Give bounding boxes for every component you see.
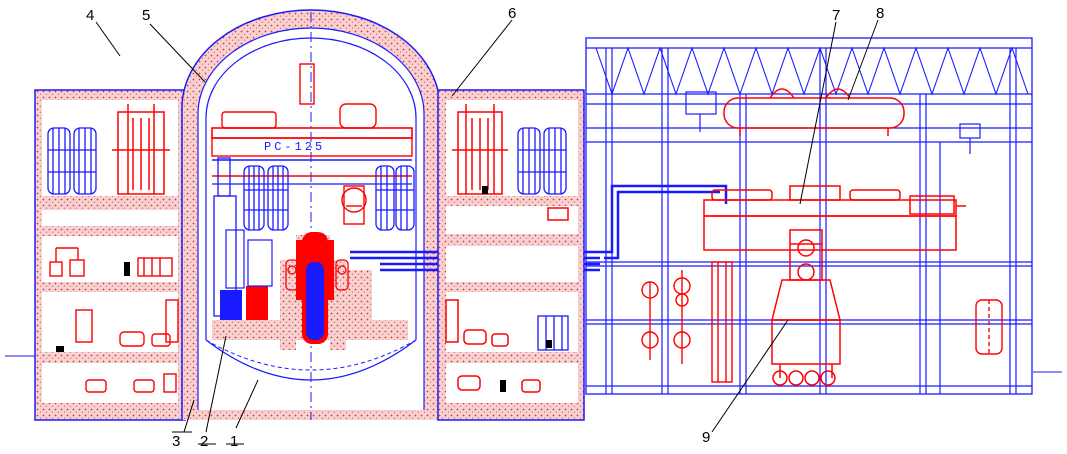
callout-3: 3 xyxy=(172,433,180,450)
turbine-hall-columns xyxy=(605,48,1017,394)
left-black-pumps xyxy=(56,262,130,352)
polar-crane xyxy=(211,63,413,185)
refueling-machine xyxy=(341,185,367,225)
callout-leaders xyxy=(95,19,879,445)
left-storage-tanks xyxy=(47,127,97,195)
crane-rails xyxy=(685,91,981,154)
crane-label: РС-125 xyxy=(264,140,325,154)
turbine-generator xyxy=(703,185,966,386)
reactor-coolant-equipment xyxy=(285,259,349,291)
right-auxiliary-building xyxy=(437,89,585,421)
callout-8: 8 xyxy=(876,5,884,22)
condensate-pumps xyxy=(641,261,1003,383)
deaerator-tank xyxy=(723,88,905,136)
right-aux-black-items xyxy=(482,186,552,392)
right-aux-heat-exchanger xyxy=(445,104,569,393)
reactor-vessel xyxy=(296,232,334,344)
left-auxiliary-building xyxy=(34,89,186,421)
callout-4: 4 xyxy=(86,7,94,24)
left-lower-equipment xyxy=(49,247,179,393)
right-aux-tanks xyxy=(517,127,569,351)
roof-truss xyxy=(595,46,1029,96)
callout-1: 1 xyxy=(230,433,238,450)
callout-2: 2 xyxy=(200,433,208,450)
left-heat-exchanger xyxy=(112,104,170,195)
fuel-pool-items xyxy=(220,229,273,320)
callout-5: 5 xyxy=(142,7,150,24)
ground-line xyxy=(5,355,1062,373)
callout-6: 6 xyxy=(508,5,516,22)
callout-9: 9 xyxy=(702,429,710,446)
callout-7: 7 xyxy=(832,7,840,24)
